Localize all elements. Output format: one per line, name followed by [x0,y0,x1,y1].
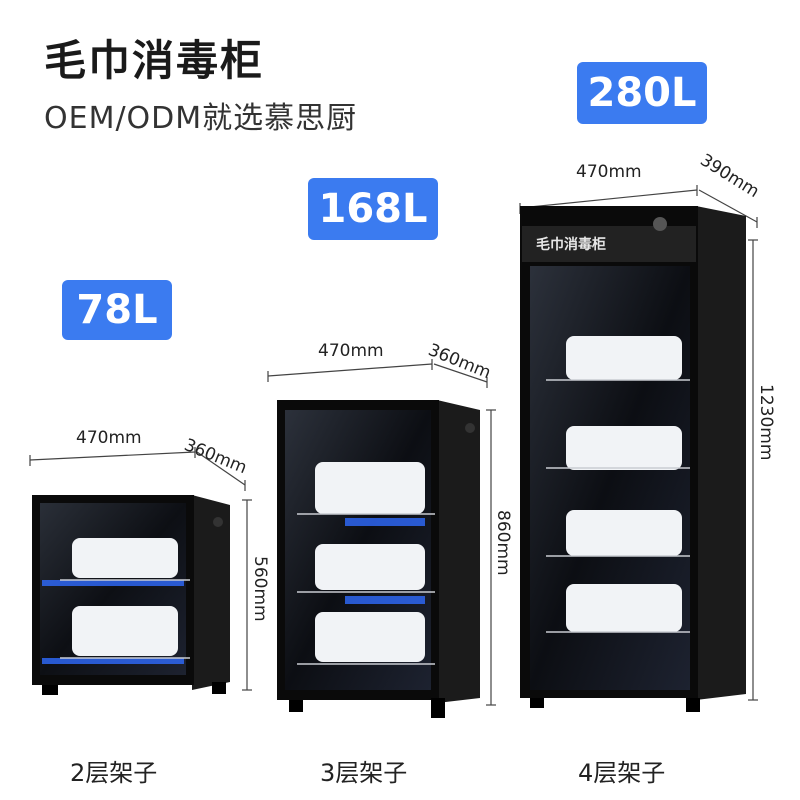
dim-height-168l: 860mm [493,510,513,576]
dim-width-280l: 470mm [576,162,642,182]
shelf-label-78l: 2层架子 [70,759,158,787]
cabinet-78l [30,490,250,700]
capacity-badge-168l: 168L [308,178,438,240]
dim-height-280l: 1230mm [756,384,776,461]
cabinet-panel-label: 毛巾消毒柜 [536,237,606,253]
capacity-badge-78l: 78L [62,280,172,340]
page-subtitle: OEM/ODM就选慕思厨 [44,101,358,136]
page-title: 毛巾消毒柜 [44,36,265,85]
shelf-label-168l: 3层架子 [320,759,408,787]
cabinet-168l [275,398,490,720]
dim-height-78l: 560mm [250,556,270,622]
dim-width-78l: 470mm [76,428,142,448]
dim-width-168l: 470mm [318,341,384,361]
cabinet-280l: 毛巾消毒柜 [518,202,750,720]
shelf-label-280l: 4层架子 [578,759,666,787]
capacity-badge-280l: 280L [577,62,707,124]
